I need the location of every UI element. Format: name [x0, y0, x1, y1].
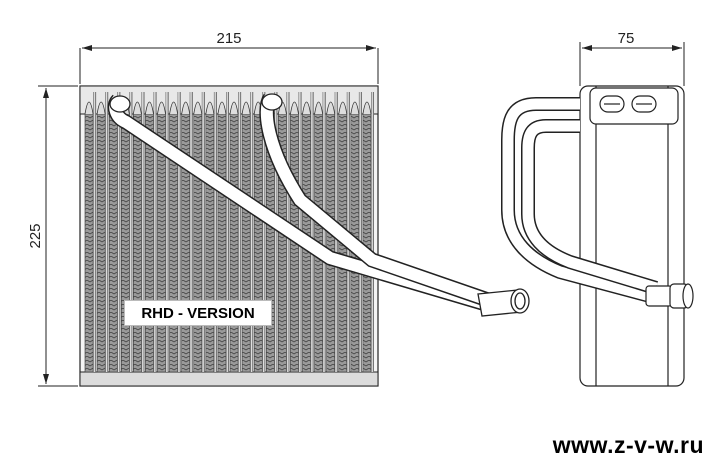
header-cap — [326, 101, 336, 115]
header-cap — [302, 101, 311, 115]
header-cap — [193, 101, 203, 115]
tube — [322, 92, 326, 372]
header-cap — [132, 101, 142, 115]
depth-dimension: 75 — [579, 30, 685, 86]
header-cap — [338, 101, 348, 115]
depth-dimension-label: 75 — [618, 30, 635, 47]
tube — [238, 92, 242, 372]
header-cap — [241, 101, 251, 115]
tube — [250, 92, 254, 372]
evaporator-side-view — [501, 85, 694, 387]
height-dimension: 225 — [27, 85, 78, 387]
header-cap — [96, 101, 106, 115]
width-dimension: 215 — [79, 30, 379, 84]
tube — [226, 92, 229, 372]
tube — [262, 92, 266, 372]
tube — [213, 92, 217, 372]
website-url[interactable]: www.z-v-w.ru — [552, 432, 704, 458]
fin-column — [96, 113, 106, 373]
fin-column — [84, 113, 94, 373]
header-cap — [217, 101, 227, 115]
header-cap — [145, 101, 154, 115]
header-cap — [84, 101, 94, 115]
header-cap — [181, 101, 191, 115]
tube — [274, 92, 278, 372]
fin-column — [326, 113, 336, 373]
header-cap — [350, 101, 360, 115]
height-dimension-label: 225 — [27, 223, 44, 248]
fin-column — [217, 113, 227, 373]
fin-column — [362, 113, 372, 373]
header-cap — [205, 101, 215, 115]
header-cap — [362, 101, 372, 115]
tube — [153, 92, 157, 372]
fin-column — [120, 113, 130, 373]
tube — [93, 92, 97, 372]
tube — [310, 92, 314, 372]
width-dimension-label: 215 — [216, 30, 241, 47]
fin-column — [108, 113, 118, 373]
tube — [358, 92, 362, 372]
header-cap — [229, 101, 239, 115]
fin-column — [229, 113, 239, 373]
tube — [201, 92, 205, 372]
header-cap — [314, 101, 324, 115]
tube — [141, 92, 145, 372]
refrigerant-pipes-front — [107, 93, 530, 317]
tube — [189, 92, 193, 372]
tube — [117, 92, 121, 372]
tube — [129, 92, 133, 372]
header-cap — [157, 101, 166, 115]
tube — [371, 92, 374, 372]
tube — [165, 92, 169, 372]
tube — [177, 92, 181, 372]
fin-column — [205, 113, 215, 373]
fin-column — [253, 113, 263, 373]
fin-column — [133, 113, 142, 373]
rhd-version-label: RHD - VERSION — [124, 300, 272, 326]
tube — [105, 92, 109, 372]
fin-column — [193, 113, 203, 373]
header-cap — [169, 101, 179, 115]
header-cap — [290, 101, 299, 115]
fin-column — [241, 113, 251, 373]
fin-column — [145, 113, 154, 373]
